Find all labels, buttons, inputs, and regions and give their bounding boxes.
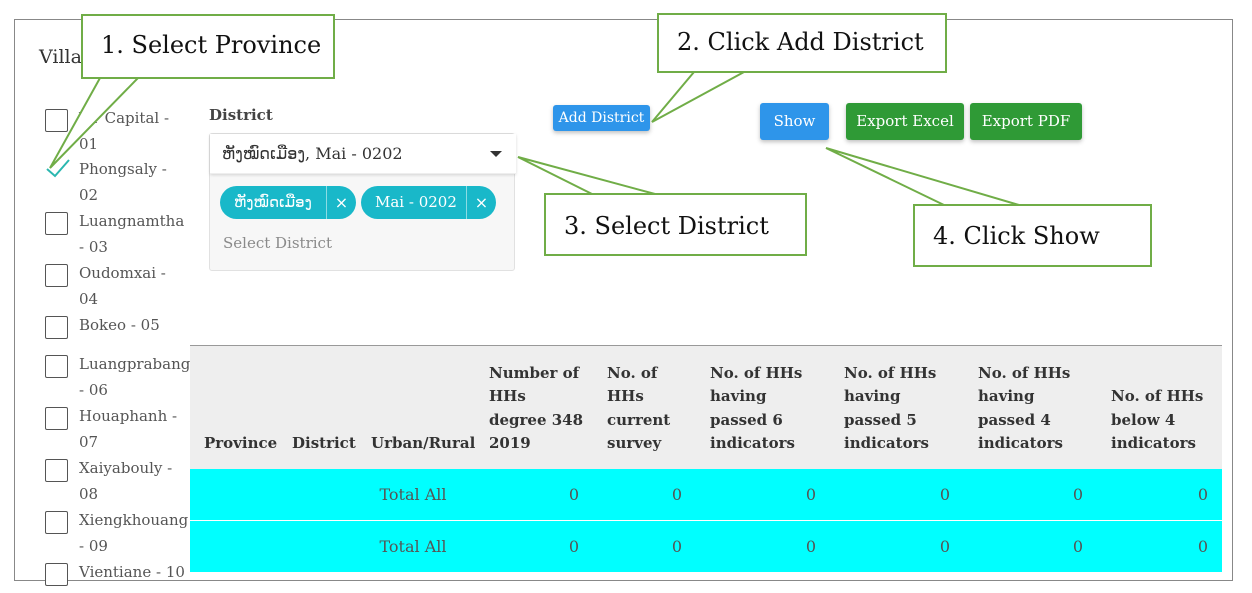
table-cell: 0 xyxy=(830,468,964,521)
checkbox[interactable] xyxy=(45,355,68,378)
checkbox[interactable] xyxy=(45,264,68,287)
table-cell: Total All xyxy=(357,520,475,573)
caret-down-icon[interactable] xyxy=(490,151,502,157)
province-label: Bokeo - 05 xyxy=(79,316,160,334)
district-chip: ຫັງໝົດເມືອງ × xyxy=(220,186,356,219)
province-label: Luangprabang - 06 xyxy=(79,355,191,399)
column-header: Province xyxy=(190,345,278,469)
table-cell xyxy=(190,520,278,573)
district-label: District xyxy=(209,106,273,124)
table-cell: Total All xyxy=(357,468,475,521)
table-row: Total All 0 0 0 0 0 0 xyxy=(190,468,1222,521)
district-multiselect[interactable]: ຫັງໝົດເມືອງ, Mai - 0202 ຫັງໝົດເມືອງ × Ma… xyxy=(209,133,516,271)
chip-label: ຫັງໝົດເມືອງ xyxy=(234,193,312,211)
add-district-button[interactable]: Add District xyxy=(553,105,650,131)
province-label: Oudomxai - 04 xyxy=(79,264,166,308)
column-header: Number of HHs degree 348 2019 xyxy=(475,345,593,469)
column-header: No. of HHs having passed 5 indicators xyxy=(830,345,964,469)
annotation-step1: 1. Select Province xyxy=(81,14,335,79)
export-pdf-button[interactable]: Export PDF xyxy=(970,103,1082,140)
table-cell xyxy=(190,468,278,521)
table-header-row: Province District Urban/Rural Number of … xyxy=(190,345,1222,469)
table-cell: 0 xyxy=(475,520,593,573)
checkbox[interactable] xyxy=(45,109,68,132)
show-button[interactable]: Show xyxy=(760,103,829,140)
table-row: Total All 0 0 0 0 0 0 xyxy=(190,520,1222,573)
checkbox[interactable] xyxy=(45,407,68,430)
annotation-step3: 3. Select District xyxy=(544,193,807,256)
checkmark-icon[interactable] xyxy=(45,156,71,182)
table-cell: 0 xyxy=(475,468,593,521)
table-cell: 0 xyxy=(593,468,696,521)
table-cell: 0 xyxy=(1097,468,1222,521)
checkbox[interactable] xyxy=(45,459,68,482)
annotation-step4: 4. Click Show xyxy=(913,204,1152,267)
checkbox[interactable] xyxy=(45,563,68,586)
results-table: Province District Urban/Rural Number of … xyxy=(190,345,1222,573)
district-select-head[interactable]: ຫັງໝົດເມືອງ, Mai - 0202 xyxy=(210,134,516,174)
column-header: No. of HHs having passed 4 indicators xyxy=(964,345,1097,469)
table-cell: 0 xyxy=(696,468,830,521)
table-cell xyxy=(278,520,357,573)
close-icon[interactable]: × xyxy=(466,186,496,219)
checkbox[interactable] xyxy=(45,316,68,339)
table-cell: 0 xyxy=(1097,520,1222,573)
table-cell xyxy=(278,468,357,521)
table-cell: 0 xyxy=(964,520,1097,573)
province-label: Houaphanh - 07 xyxy=(79,407,178,451)
annotation-step2: 2. Click Add District xyxy=(657,13,947,73)
province-label: VT Capital - 01 xyxy=(79,109,170,153)
column-header: No. of HHs having passed 6 indicators xyxy=(696,345,830,469)
province-label: Phongsaly - 02 xyxy=(79,160,167,204)
table-cell: 0 xyxy=(593,520,696,573)
district-search-input[interactable]: Select District xyxy=(223,234,332,252)
column-header: District xyxy=(278,345,357,469)
table-cell: 0 xyxy=(696,520,830,573)
chip-label: Mai - 0202 xyxy=(375,193,457,211)
close-icon[interactable]: × xyxy=(326,186,356,219)
district-selected-value: ຫັງໝົດເມືອງ, Mai - 0202 xyxy=(222,144,403,163)
column-header: No. of HHs below 4 indicators xyxy=(1097,345,1222,469)
province-label: Luangnamtha - 03 xyxy=(79,212,185,256)
column-header: No. of HHs current survey xyxy=(593,345,696,469)
province-label: Xaiyabouly - 08 xyxy=(79,459,173,503)
table-cell: 0 xyxy=(830,520,964,573)
column-header: Urban/Rural xyxy=(357,345,475,469)
province-label: Vientiane - 10 xyxy=(79,563,185,581)
district-chip: Mai - 0202 × xyxy=(361,186,496,219)
checkbox[interactable] xyxy=(45,511,68,534)
export-excel-button[interactable]: Export Excel xyxy=(846,103,964,140)
checkbox[interactable] xyxy=(45,212,68,235)
province-label: Xiengkhouang - 09 xyxy=(79,511,189,555)
table-cell: 0 xyxy=(964,468,1097,521)
